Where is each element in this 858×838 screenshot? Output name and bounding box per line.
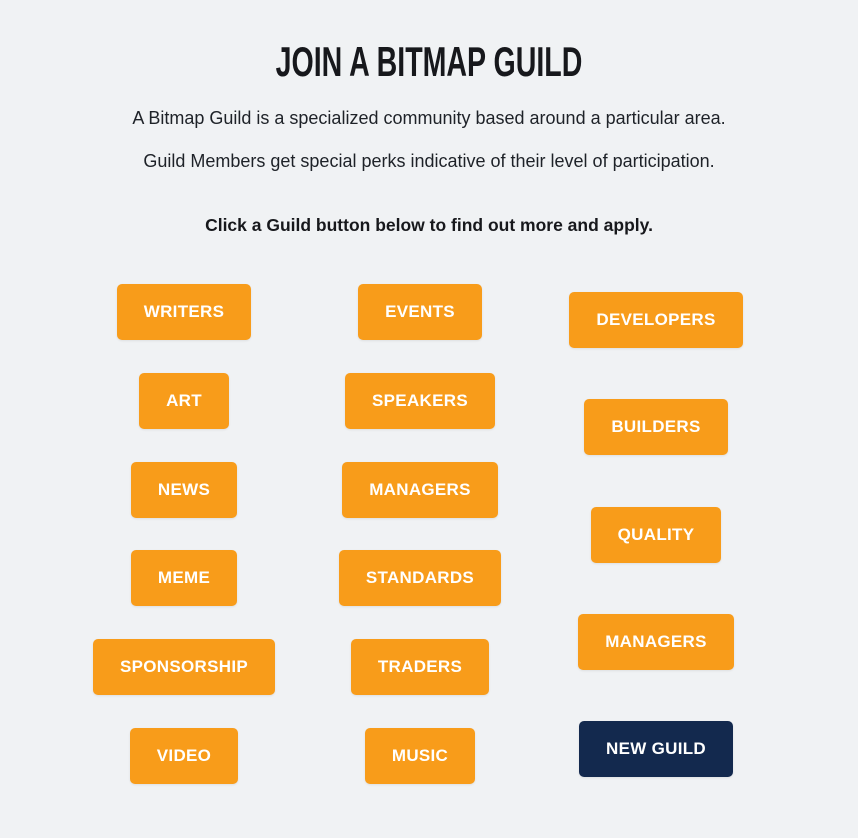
guild-button-music[interactable]: MUSIC <box>364 727 476 784</box>
guild-column-3: DEVELOPERS BUILDERS QUALITY MANAGERS NEW… <box>538 284 774 784</box>
guild-button-developers[interactable]: DEVELOPERS <box>569 292 743 348</box>
guild-button-news[interactable]: NEWS <box>130 461 238 518</box>
guild-button-managers[interactable]: MANAGERS <box>342 461 498 518</box>
guild-column-1: WRITERS ART NEWS MEME SPONSORSHIP VIDEO <box>66 284 302 784</box>
guild-button-standards[interactable]: STANDARDS <box>338 550 502 607</box>
guild-column-2: EVENTS SPEAKERS MANAGERS STANDARDS TRADE… <box>302 284 538 784</box>
guild-button-writers[interactable]: WRITERS <box>116 284 252 340</box>
guild-button-managers-2[interactable]: MANAGERS <box>578 613 734 670</box>
guild-button-events[interactable]: EVENTS <box>358 284 482 340</box>
guild-button-builders[interactable]: BUILDERS <box>584 399 728 456</box>
guild-button-art[interactable]: ART <box>139 372 229 429</box>
intro-line-2: Guild Members get special perks indicati… <box>143 151 715 171</box>
intro-line-1: A Bitmap Guild is a specialized communit… <box>132 108 726 128</box>
guild-button-meme[interactable]: MEME <box>130 550 238 607</box>
join-guild-page: JOIN A BITMAP GUILD A Bitmap Guild is a … <box>66 38 774 784</box>
guild-button-quality[interactable]: QUALITY <box>590 506 722 563</box>
page-title: JOIN A BITMAP GUILD <box>275 38 583 85</box>
guild-button-speakers[interactable]: SPEAKERS <box>345 372 495 429</box>
cta-text: Click a Guild button below to find out m… <box>205 215 653 235</box>
guild-button-sponsorship[interactable]: SPONSORSHIP <box>93 639 275 696</box>
guild-button-video[interactable]: VIDEO <box>129 727 239 784</box>
guild-buttons-grid: WRITERS ART NEWS MEME SPONSORSHIP VIDEO … <box>66 284 774 784</box>
guild-button-traders[interactable]: TRADERS <box>350 639 490 696</box>
guild-button-new-guild[interactable]: NEW GUILD <box>579 721 733 777</box>
